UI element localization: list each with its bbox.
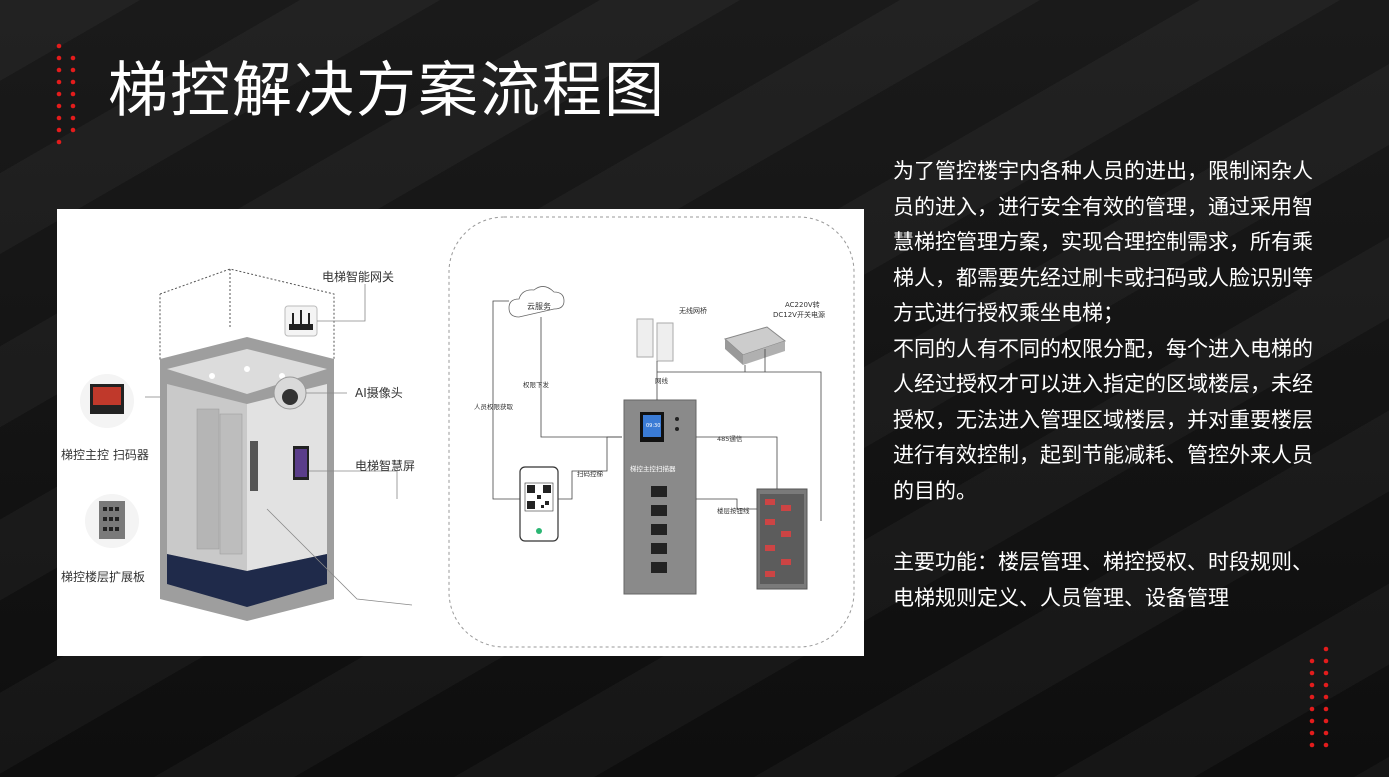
solution-diagram: 电梯智能网关 AI摄像头 电梯智慧屏 梯控主控 扫码器 梯控楼层扩展板 云服务 … [57, 209, 864, 656]
flow-lines [492, 300, 822, 521]
description-features: 主要功能：楼层管理、梯控授权、时段规则、电梯规则定义、人员管理、设备管理 [893, 550, 1313, 610]
decor-dots-top-left [55, 42, 79, 152]
label-cloud: 云服务 [527, 301, 551, 311]
elevator-cabin [159, 268, 335, 621]
label-floor-button-line: 楼层按钮线 [717, 506, 750, 515]
label-permission-push: 权限下发 [523, 380, 550, 389]
label-floor-board: 梯控楼层扩展板 [61, 569, 145, 584]
floor-button-board-icon [756, 488, 808, 590]
gateway-router-icon [284, 284, 366, 337]
label-scanner-device: 梯控主控扫描器 [630, 464, 676, 473]
label-power-2: DC12V开关电源 [773, 310, 825, 319]
description-panel: 为了管控楼宇内各种人员的进出，限制闲杂人员的进入，进行安全有效的管理，通过采用智… [893, 154, 1333, 616]
cloud-icon [508, 286, 565, 318]
diagram-svg: 电梯智能网关 AI摄像头 电梯智慧屏 梯控主控 扫码器 梯控楼层扩展板 云服务 … [61, 216, 855, 648]
paragraph-spacer [893, 509, 1333, 545]
screen-time: 09:30 [646, 423, 660, 429]
wireless-bridge-icon [636, 318, 674, 362]
floor-board-icon [85, 494, 139, 548]
phone-qr-icon [519, 466, 559, 542]
label-gateway: 电梯智能网关 [322, 269, 394, 284]
main-scanner-icon [80, 374, 160, 428]
power-supply-icon [723, 326, 787, 365]
description-paragraph-1: 为了管控楼宇内各种人员的进出，限制闲杂人员的进入，进行安全有效的管理，通过采用智… [893, 159, 1313, 325]
label-smart-screen: 电梯智慧屏 [355, 458, 415, 473]
decor-dots-bottom-right [1306, 645, 1334, 755]
label-person-permission: 人员权限获取 [474, 402, 514, 411]
description-paragraph-2: 不同的人有不同的权限分配，每个进入电梯的人经过授权才可以进入指定的区域楼层，未经… [893, 336, 1313, 503]
label-485: 485通信 [717, 434, 743, 443]
label-scan-control: 扫码控梯 [577, 469, 604, 478]
page-title: 梯控解决方案流程图 [108, 56, 666, 126]
label-ai-camera: AI摄像头 [355, 385, 403, 400]
label-bridge: 无线网桥 [679, 306, 707, 315]
label-network-cable: 网线 [655, 376, 669, 385]
label-power-1: AC220V转 [785, 300, 820, 309]
system-boundary [448, 216, 855, 648]
scanner-device: 09:30 梯控主控扫描器 [623, 399, 697, 595]
label-main-scanner: 梯控主控 扫码器 [61, 448, 149, 462]
